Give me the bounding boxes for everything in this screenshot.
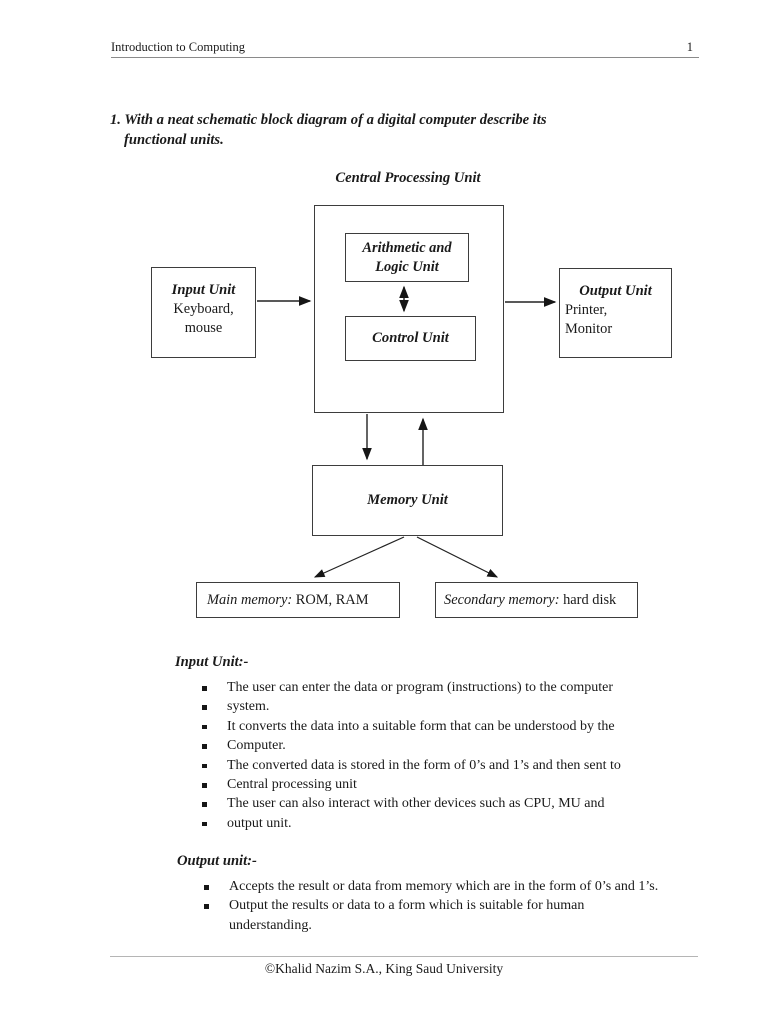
bullet-text: Accepts the result or data from memory w…: [229, 879, 659, 894]
bullet-square-icon: [202, 744, 207, 749]
control-unit-label: Control Unit: [372, 330, 449, 346]
bullet-text: The converted data is stored in the form…: [227, 757, 621, 773]
bullet-text: Computer.: [227, 738, 286, 754]
main-memory-value: ROM, RAM: [292, 591, 369, 608]
input-unit-device-2: mouse: [184, 320, 223, 336]
bullet-square-icon: [202, 821, 207, 827]
secondary-memory-term: Secondary memory:: [444, 591, 560, 608]
list-item: The user can also interact with other de…: [175, 794, 715, 813]
footer-credit: ©Khalid Nazim S.A., King Saud University: [264, 961, 504, 976]
bullet-text: Output the results or data to a form whi…: [229, 898, 585, 914]
input-unit-section: Input Unit:- The user can enter the data…: [175, 654, 715, 833]
output-unit-title: Output Unit: [579, 283, 652, 299]
page-header: Introduction to Computing 1: [111, 38, 699, 58]
list-item: It converts the data into a suitable for…: [175, 717, 715, 736]
page-number: 1: [686, 40, 693, 54]
list-item: Central processing unit: [175, 775, 715, 794]
bullet-square-icon: [202, 686, 207, 691]
arrow-memory-to-secondary: [416, 536, 499, 578]
cpu-outer-box: [314, 205, 504, 413]
main-memory-box: Main memory: ROM, RAM: [196, 582, 400, 618]
output-unit-device-2: Monitor: [565, 321, 613, 337]
output-section-heading: Output unit:-: [177, 853, 257, 869]
secondary-memory-label: Secondary memory: hard disk: [444, 592, 616, 609]
secondary-memory-value: hard disk: [559, 591, 617, 608]
output-unit-box: Output Unit Printer, Monitor: [559, 268, 672, 358]
header-title: Introduction to Computing: [111, 40, 246, 54]
input-unit-box: Input Unit Keyboard, mouse: [151, 267, 256, 358]
bullet-text: output unit.: [227, 815, 292, 831]
list-item: Computer.: [175, 736, 715, 755]
input-unit-title: Input Unit: [171, 282, 236, 298]
bullet-square-icon: [202, 763, 207, 769]
secondary-memory-box: Secondary memory: hard disk: [435, 582, 638, 618]
cpu-diagram-title: Central Processing Unit: [335, 170, 481, 186]
list-item: system.: [175, 697, 715, 716]
list-item: output unit.: [175, 814, 715, 833]
memory-unit-label: Memory Unit: [367, 492, 448, 508]
memory-unit-box: Memory Unit: [312, 465, 503, 536]
list-item: The converted data is stored in the form…: [175, 756, 715, 775]
list-item: The user can enter the data or program (…: [175, 678, 715, 697]
output-unit-device-1: Printer,: [565, 302, 608, 318]
question-line-1: 1. With a neat schematic block diagram o…: [110, 112, 547, 128]
alu-label-line-1: Arithmetic and: [362, 239, 452, 256]
main-memory-label: Main memory: ROM, RAM: [207, 592, 369, 609]
bullet-square-icon: [202, 783, 207, 788]
control-unit-box: Control Unit: [345, 316, 476, 361]
bullet-square-icon: [202, 802, 207, 807]
arrow-memory-to-main: [313, 536, 405, 578]
bullet-square-icon: [204, 904, 209, 909]
list-item: Accepts the result or data from memory w…: [177, 877, 717, 896]
output-unit-section: Output unit:- Accepts the result or data…: [177, 853, 717, 935]
main-memory-term: Main memory:: [207, 591, 293, 608]
footer-divider: [110, 956, 698, 957]
bullet-square-icon: [204, 885, 209, 890]
bullet-text: Central processing unit: [227, 777, 357, 793]
question-line-2: functional units.: [124, 131, 224, 148]
bullet-square-icon: [202, 724, 207, 730]
bullet-text: system.: [227, 699, 270, 715]
bullet-text: The user can also interact with other de…: [227, 796, 605, 812]
alu-label-line-2: Logic Unit: [375, 258, 439, 275]
question-text: 1. With a neat schematic block diagram o…: [110, 111, 710, 150]
list-item-continuation: understanding.: [229, 917, 312, 933]
input-unit-device-1: Keyboard,: [173, 301, 234, 317]
bullet-text: It converts the data into a suitable for…: [227, 718, 615, 734]
bullet-square-icon: [202, 705, 207, 710]
input-section-heading: Input Unit:-: [175, 654, 249, 670]
bullet-text: The user can enter the data or program (…: [227, 680, 614, 695]
alu-label: Arithmetic and Logic Unit: [362, 239, 451, 277]
alu-box: Arithmetic and Logic Unit: [345, 233, 469, 282]
list-item: Output the results or data to a form whi…: [177, 896, 717, 915]
